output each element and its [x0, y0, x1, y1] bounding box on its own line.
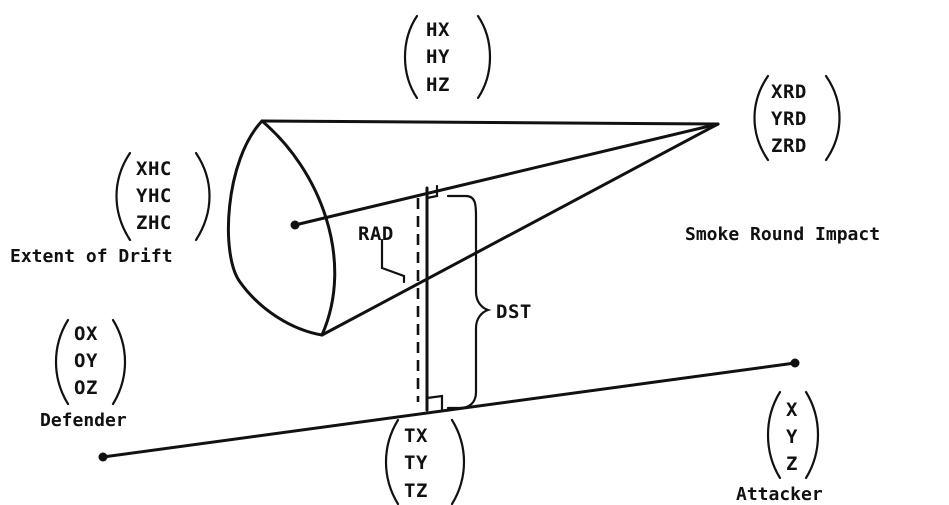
head-vector: HX HY HZ: [403, 14, 492, 100]
defender-vector-y: OY: [74, 350, 98, 372]
attacker-vector-right-paren: [804, 390, 820, 480]
drift-center-vector: XHC YHC ZHC: [115, 151, 211, 242]
defender-vector-left-paren: [54, 318, 70, 406]
attacker-vector-y: Y: [786, 426, 798, 448]
head-vector-z: HZ: [426, 74, 450, 96]
cone-base-left-arc: [226, 119, 324, 337]
impact-vector: XRD YRD ZRD: [753, 74, 841, 162]
engagement-line: [101, 361, 797, 459]
drift-center-point: [290, 220, 300, 230]
impact-vector-z: ZRD: [771, 135, 807, 157]
defender-point: [98, 452, 108, 462]
head-vector-x: HX: [426, 19, 450, 41]
target-vector-z: TZ: [404, 480, 428, 502]
defender-vector-right-paren: [111, 318, 127, 406]
cone-top-edge: [260, 119, 720, 126]
right-angle-mark-bottom: [425, 394, 444, 412]
attacker-vector-z: Z: [786, 453, 798, 475]
attacker-vector-left-paren: [766, 390, 782, 480]
smoke-cone: [226, 119, 720, 337]
impact-vector-left-paren: [753, 74, 770, 162]
attacker-vector: X Y Z: [766, 390, 820, 480]
impact-vector-y: YRD: [771, 108, 807, 130]
impact-vector-x: XRD: [771, 81, 807, 103]
target-vector: TX TY TZ: [384, 418, 466, 505]
defender-vector-x: OX: [74, 323, 98, 345]
attacker-vector-x: X: [786, 399, 798, 421]
right-angle-mark-top: [425, 184, 439, 200]
radius-bracket: [380, 238, 406, 284]
cone-bottom-edge: [320, 122, 720, 337]
impact-vector-right-paren: [824, 74, 841, 162]
radius-indicator: RAD: [358, 198, 420, 402]
radius-label: RAD: [358, 223, 394, 245]
cone-base-right-arc: [260, 119, 337, 337]
head-vector-left-paren: [403, 14, 419, 100]
drift-vector-left-paren: [115, 151, 132, 242]
target-vector-y: TY: [404, 452, 428, 474]
target-vector-left-paren: [384, 418, 400, 505]
attacker-caption: Attacker: [736, 484, 823, 505]
defender-vector-z: OZ: [74, 377, 98, 399]
drift-caption: Extent of Drift: [10, 246, 173, 267]
drift-vector-z: ZHC: [136, 212, 172, 234]
perpendicular-segment: [425, 184, 444, 412]
distance-brace-shape: [446, 194, 492, 410]
cone-axis-line: [293, 122, 720, 227]
drift-vector-y: YHC: [136, 185, 172, 207]
target-vector-right-paren: [450, 418, 466, 505]
impact-caption: Smoke Round Impact: [685, 224, 880, 245]
distance-brace: DST: [446, 194, 532, 410]
distance-label: DST: [496, 301, 532, 323]
defender-attacker-line: [98, 358, 800, 462]
drift-vector-x: XHC: [136, 158, 172, 180]
defender-vector: OX OY OZ: [54, 318, 127, 406]
target-vector-x: TX: [404, 425, 428, 447]
head-vector-right-paren: [476, 14, 492, 100]
head-vector-y: HY: [426, 46, 450, 68]
attacker-point: [790, 358, 800, 368]
defender-caption: Defender: [40, 410, 127, 431]
drift-vector-right-paren: [194, 151, 211, 242]
